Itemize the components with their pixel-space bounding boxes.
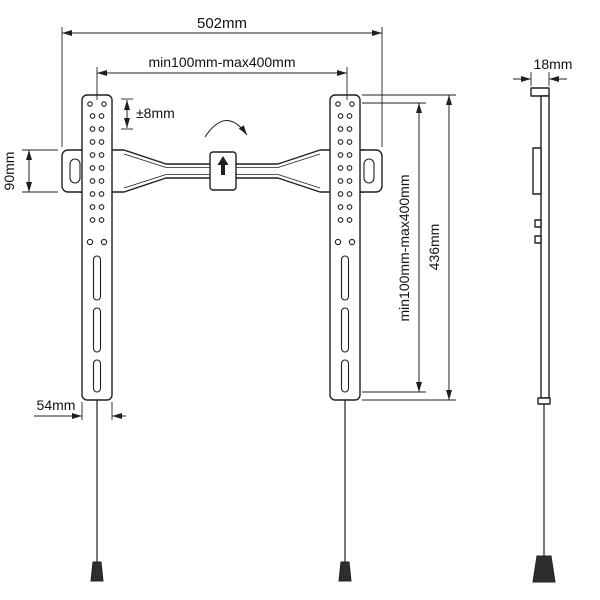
vesa-horizontal-label: min100mm-max400mm bbox=[148, 54, 295, 70]
side-screw-bump-2 bbox=[534, 235, 542, 244]
right-bracket-mid-holes bbox=[334, 238, 356, 246]
dimension-bracket-width: 54mm bbox=[34, 397, 126, 420]
left-bracket-hole-columns bbox=[89, 113, 105, 223]
side-bracket-bar bbox=[540, 95, 550, 399]
profile-depth-label: 18mm bbox=[534, 56, 573, 72]
right-bracket-top-holes bbox=[335, 101, 355, 107]
side-screw-bump-1 bbox=[534, 219, 542, 228]
left-pull-tab bbox=[90, 561, 104, 582]
side-top-hook bbox=[530, 87, 550, 97]
dimension-total-width: 502mm bbox=[61, 15, 383, 147]
side-view bbox=[530, 87, 556, 583]
bracket-height-label: 436mm bbox=[426, 224, 442, 271]
left-bracket-body bbox=[81, 94, 113, 401]
vesa-vertical-label: min100mm-max400mm bbox=[396, 174, 412, 321]
dimension-vesa-vertical: min100mm-max400mm bbox=[362, 102, 426, 393]
dimension-profile-depth: 18mm bbox=[513, 56, 572, 86]
bracket-width-label: 54mm bbox=[37, 397, 76, 413]
height-adjust-label: ±8mm bbox=[136, 105, 175, 121]
side-pull-tab bbox=[532, 555, 556, 583]
dimension-bracket-height: 436mm bbox=[362, 94, 456, 401]
right-bracket-slots bbox=[340, 255, 350, 393]
left-release-string bbox=[90, 400, 104, 582]
side-wall-plate-section bbox=[532, 147, 542, 195]
right-bracket-body bbox=[329, 94, 361, 401]
wall-plate-left-slot bbox=[69, 158, 81, 184]
right-release-string bbox=[338, 400, 352, 582]
left-bracket bbox=[81, 94, 113, 401]
left-bracket-top-holes bbox=[87, 101, 107, 107]
wall-plate-right-slot bbox=[363, 158, 375, 184]
front-view bbox=[61, 94, 383, 582]
total-width-label: 502mm bbox=[197, 15, 247, 32]
right-bracket bbox=[329, 94, 361, 401]
dimension-height-adjust: ±8mm bbox=[121, 98, 175, 130]
tilt-adjust-arrow bbox=[204, 120, 248, 138]
right-bracket-hole-columns bbox=[337, 113, 353, 223]
up-arrow-icon bbox=[217, 156, 229, 175]
right-pull-tab bbox=[338, 561, 352, 582]
side-bottom-foot bbox=[537, 397, 551, 405]
left-bracket-mid-holes bbox=[86, 238, 108, 246]
plate-height-label: 90mm bbox=[1, 152, 17, 191]
dimension-vesa-horizontal: min100mm-max400mm bbox=[96, 54, 348, 100]
left-bracket-slots bbox=[92, 255, 102, 393]
dimension-plate-height: 90mm bbox=[1, 149, 58, 193]
